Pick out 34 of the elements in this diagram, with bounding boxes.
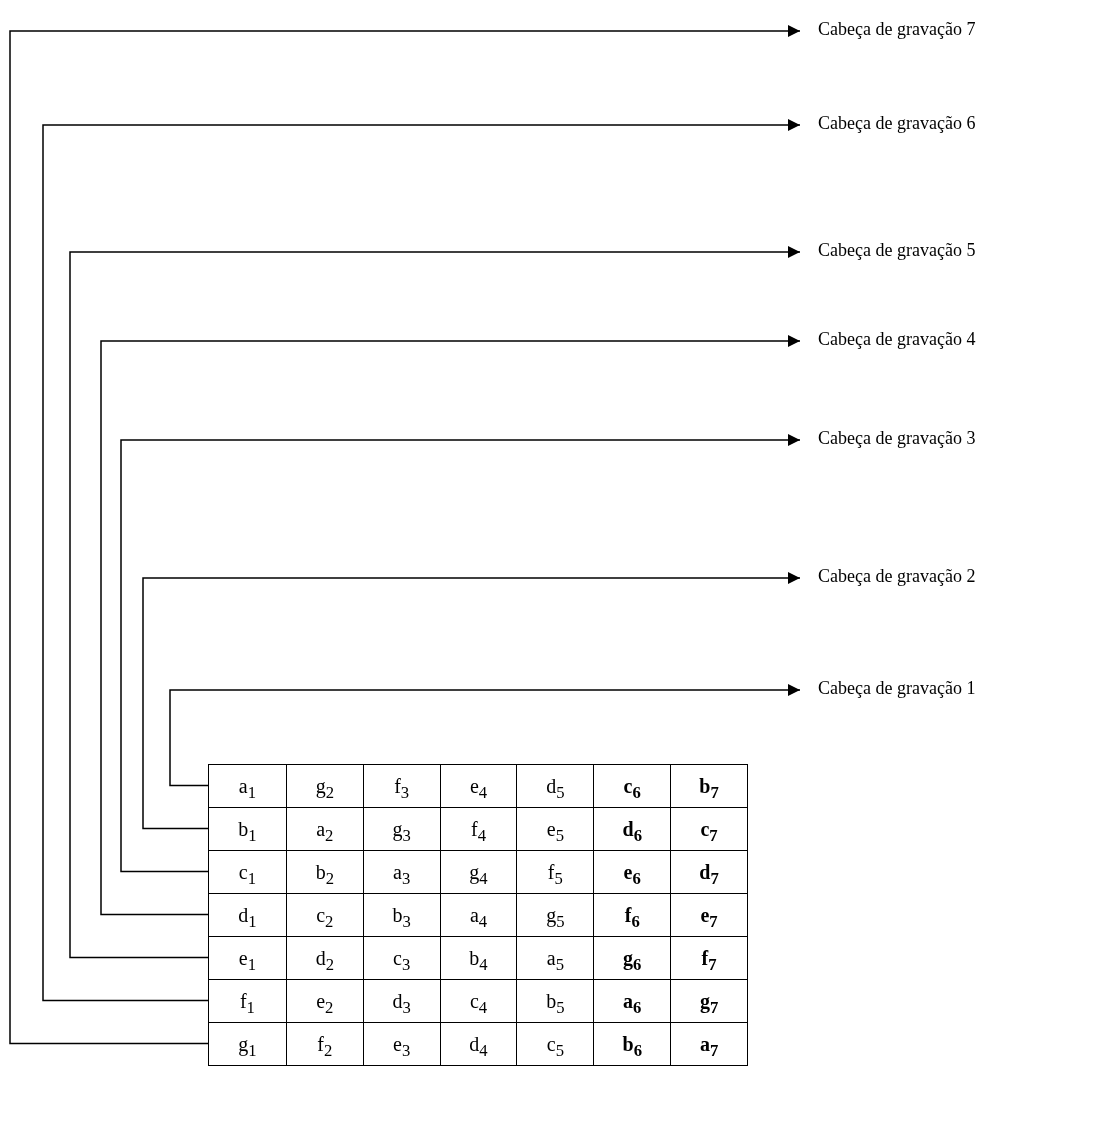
table-cell: a$_{7}$ (670, 1023, 747, 1065)
table-row (208, 764, 748, 808)
table-cell-text: f$_{1}$ (238, 989, 256, 1019)
arrow (169, 684, 801, 787)
head-label: Cabeça de gravação 7 (818, 19, 976, 40)
arrow (69, 246, 801, 959)
arrow (120, 434, 801, 873)
table-cell: f$_{2}$ (285, 1023, 363, 1065)
table-cell: c$_{5}$ (516, 1023, 594, 1065)
head-label: Cabeça de gravação 4 (818, 329, 976, 350)
table-row (208, 1022, 748, 1066)
table-cell-text: c$_{1}$ (237, 860, 258, 890)
table-row (208, 979, 748, 1023)
head-label: Cabeça de gravação 6 (818, 113, 976, 134)
arrow (9, 25, 801, 1045)
table-cell: e$_{3}$ (362, 1023, 440, 1065)
table-cell-text: e$_{1}$ (237, 946, 258, 976)
head-label: Cabeça de gravação 2 (818, 566, 976, 587)
table-row (208, 850, 748, 894)
table-cell-text: g$_{1}$ (237, 1032, 258, 1062)
table-row (208, 807, 748, 851)
arrow (100, 335, 801, 916)
table-cell-text: d$_{1}$ (237, 903, 258, 933)
head-label: Cabeça de gravação 3 (818, 428, 976, 449)
table-cell: b$_{6}$ (593, 1023, 671, 1065)
head-label: Cabeça de gravação 5 (818, 240, 976, 261)
arrow (142, 572, 801, 830)
table-row (208, 936, 748, 980)
table-cell-text: a$_{1}$ (237, 774, 258, 804)
head-label: Cabeça de gravação 1 (818, 678, 976, 699)
table-cell: d$_{4}$ (439, 1023, 517, 1065)
arrow (42, 119, 801, 1002)
table-cell-text: b$_{1}$ (237, 817, 258, 847)
table-row (208, 893, 748, 937)
